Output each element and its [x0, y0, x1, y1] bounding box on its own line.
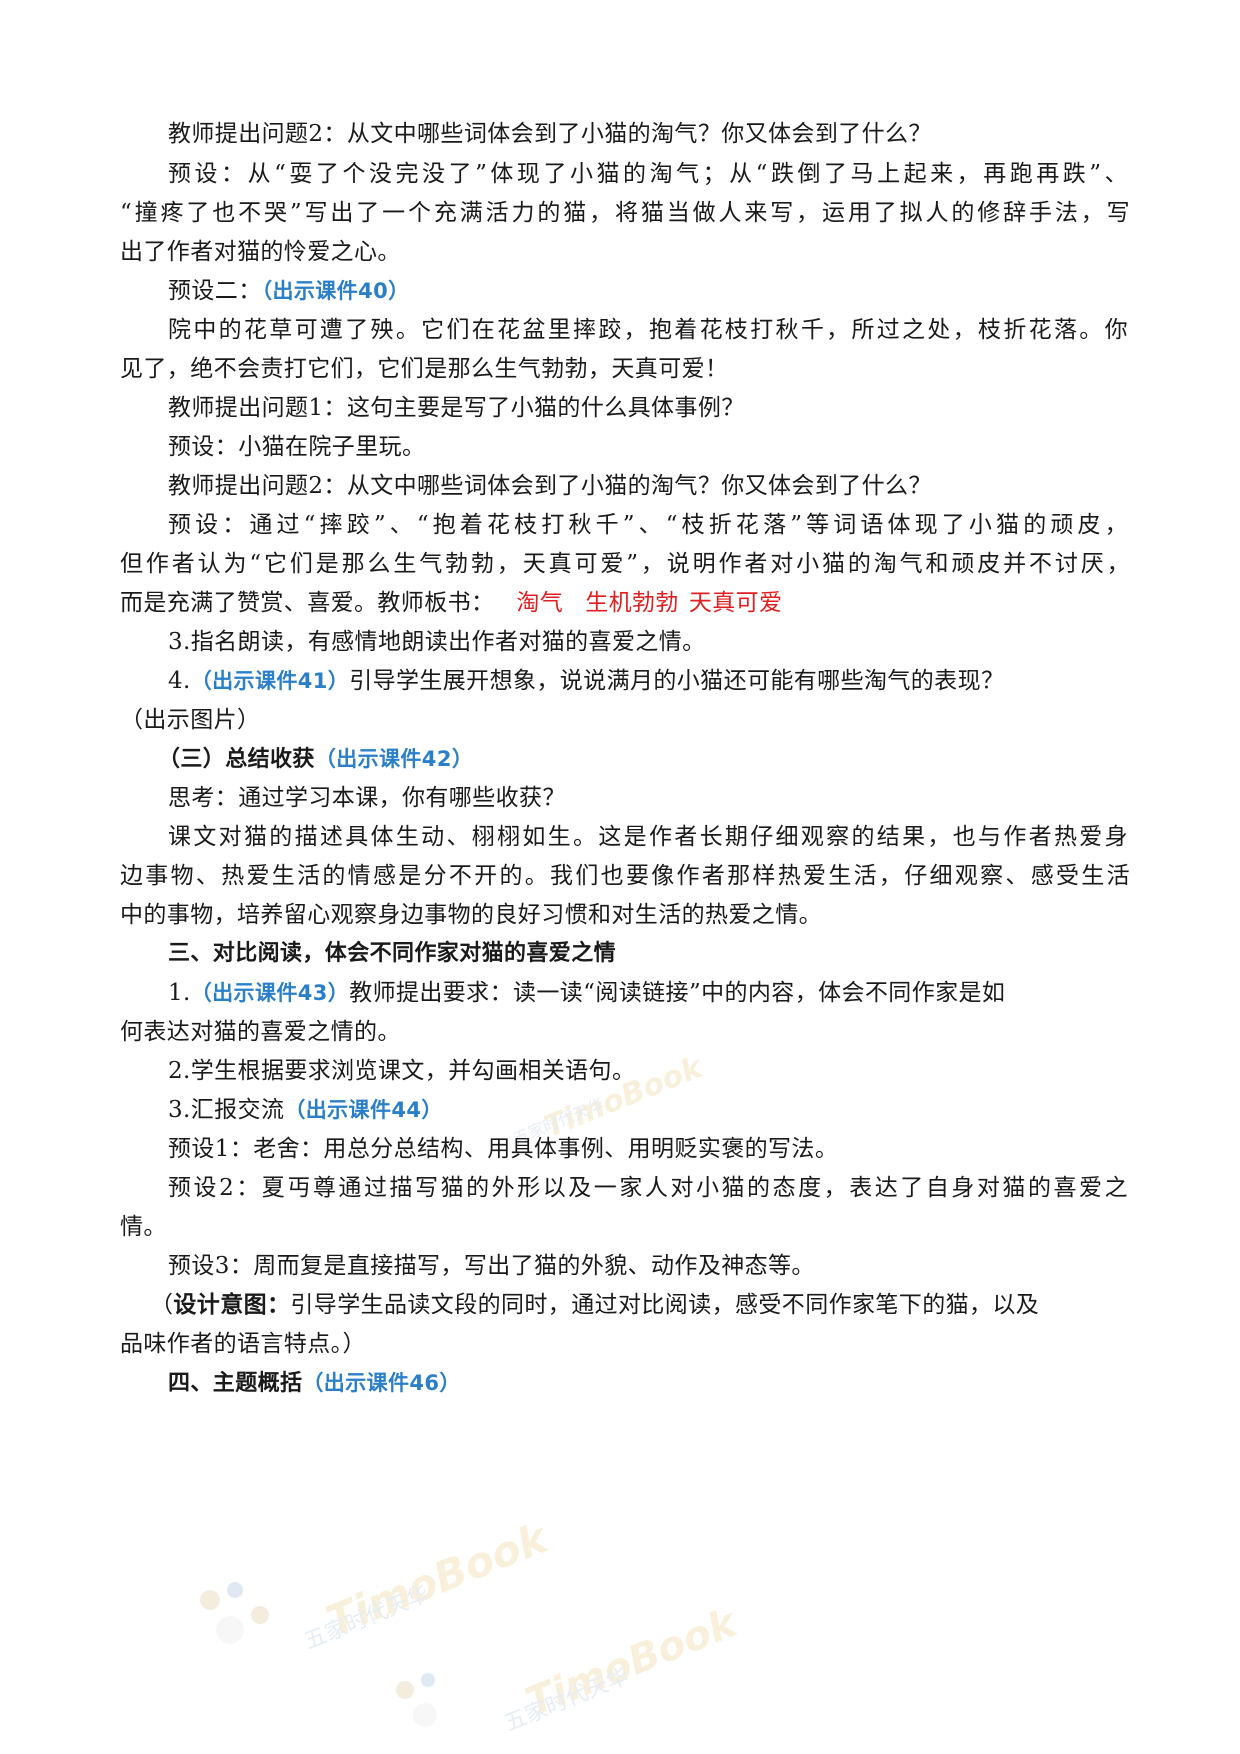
line-text: 教师提出要求：读一读“阅读链接”中的内容，体会不同作家是如: [349, 980, 1006, 1006]
line-text: 引导学生品读文段的同时，通过对比阅读，感受不同作家笔下的猫，以及: [290, 1292, 1040, 1318]
section-heading: 三、对比阅读，体会不同作家对猫的喜爱之情: [168, 941, 617, 966]
paragraph-line: 3.汇报交流（出示课件44）: [168, 1094, 1128, 1126]
note-label: 设计意图：: [173, 1291, 291, 1318]
paragraph-line: 情。: [120, 1214, 167, 1240]
watermark-logo-icon: [200, 1582, 269, 1644]
paragraph-line: 预设1：老舍：用总分总结构、用具体事例、用明贬实褒的写法。: [168, 1136, 839, 1162]
paragraph-line: “撞疼了也不哭”写出了一个充满活力的猫，将猫当做人来写，运用了拟人的修辞手法，写: [120, 200, 1130, 226]
paragraph-line: 而是充满了赞赏、喜爱。教师板书： 淘气生机勃勃天真可爱: [120, 587, 1130, 619]
paragraph-line: 4.（出示课件41）引导学生展开想象，说说满月的小猫还可能有哪些淘气的表现？: [168, 665, 1128, 697]
line-text: 而是充满了赞赏、喜爱。教师板书：: [120, 590, 495, 616]
paragraph-line: 院中的花草可遭了殃。它们在花盆里摔跤，抱着花枝打秋千，所过之处，枝折花落。你: [168, 317, 1128, 343]
paragraph-line: 3.指名朗读，有感情地朗读出作者对猫的喜爱之情。: [168, 629, 706, 655]
line-text: 4.: [168, 668, 191, 694]
courseware-reference: （出示课件41）: [190, 669, 350, 693]
paragraph-line: 教师提出问题1：这句主要是写了小猫的什么具体事例？: [168, 395, 745, 421]
line-text: 3.汇报交流: [168, 1097, 285, 1123]
paragraph-line: 中的事物，培养留心观察身边事物的良好习惯和对生活的热爱之情。: [120, 902, 822, 928]
paragraph-line: 2.学生根据要求浏览课文，并勾画相关语句。: [168, 1058, 636, 1084]
paragraph-line: 但作者认为“它们是那么生气勃勃，天真可爱”，说明作者对小猫的淘气和顽皮并不讨厌，: [120, 551, 1130, 577]
paragraph-line: （出示图片）: [120, 707, 261, 733]
paragraph-line: 见了，绝不会责打它们，它们是那么生气勃勃，天真可爱！: [120, 356, 729, 382]
watermark-brand: TimoBook: [519, 1600, 743, 1726]
watermark-subtitle: 五家时代天华: [301, 1582, 433, 1655]
heading-text: 四、主题概括: [168, 1371, 303, 1396]
heading-text: （三）总结收获: [158, 747, 315, 772]
board-keyword: 天真可爱: [688, 590, 783, 616]
paragraph-line: 边事物、热爱生活的情感是分不开的。我们也要像作者那样热爱生活，仔细观察、感受生活: [120, 863, 1130, 889]
watermark: TimoBook 五家时代天华: [160, 1513, 660, 1740]
board-keyword: 生机勃勃: [585, 590, 679, 616]
line-text: 预设二：: [168, 278, 262, 304]
courseware-reference: （出示课件40）: [261, 279, 410, 303]
courseware-reference: （出示课件43）: [190, 981, 350, 1005]
line-text: （: [150, 1292, 174, 1318]
watermark-brand: TimoBook: [319, 1513, 555, 1646]
line-text: 1.: [168, 980, 191, 1006]
paragraph-line: 预设：小猫在院子里玩。: [168, 434, 426, 460]
paragraph-line: 预设：通过“摔跤”、“抱着花枝打秋千”、“枝折花落”等词语体现了小猫的顽皮，: [168, 512, 1128, 538]
courseware-reference: （出示课件42）: [314, 747, 474, 771]
paragraph-line: 预设二：（出示课件40）: [168, 275, 1128, 307]
section-heading: （三）总结收获（出示课件42）: [158, 743, 1168, 776]
paragraph-line: 教师提出问题2：从文中哪些词体会到了小猫的淘气？你又体会到了什么？: [168, 473, 932, 499]
section-heading: 四、主题概括（出示课件46）: [168, 1367, 1128, 1400]
watermark-logo-icon: [396, 1673, 437, 1727]
paragraph-line: 预设2：夏丏尊通过描写猫的外形以及一家人对小猫的态度，表达了自身对猫的喜爱之: [168, 1175, 1128, 1201]
paragraph-line: 1.（出示课件43）教师提出要求：读一读“阅读链接”中的内容，体会不同作家是如: [168, 977, 1128, 1009]
paragraph-line: 课文对猫的描述具体生动、栩栩如生。这是作者长期仔细观察的结果，也与作者热爱身: [168, 824, 1128, 850]
courseware-reference: （出示课件44）: [284, 1098, 443, 1122]
paragraph-line: 品味作者的语言特点。）: [120, 1331, 366, 1357]
watermark: TimoBook 五家时代天华: [380, 1600, 840, 1754]
paragraph-line: 思考：通过学习本课，你有哪些收获？: [168, 785, 566, 811]
paragraph-line: 预设：从“耍了个没完没了”体现了小猫的淘气；从“跌倒了马上起来，再跑再跌”、: [168, 161, 1128, 187]
paragraph-line: 出了作者对猫的怜爱之心。: [120, 239, 401, 265]
paragraph-line: 预设3：周而复是直接描写，写出了猫的外貌、动作及神态等。: [168, 1253, 815, 1279]
design-intent-note: （设计意图：引导学生品读文段的同时，通过对比阅读，感受不同作家笔下的猫，以及: [150, 1289, 1130, 1321]
line-text: 引导学生展开想象，说说满月的小猫还可能有哪些淘气的表现？: [349, 668, 1005, 694]
board-keyword: 淘气: [516, 590, 564, 616]
paragraph-line: 何表达对猫的喜爱之情的。: [120, 1019, 401, 1045]
courseware-reference: （出示课件46）: [302, 1371, 461, 1395]
watermark-subtitle: 五家时代天华: [501, 1664, 633, 1737]
paragraph-line: 教师提出问题2：从文中哪些词体会到了小猫的淘气？你又体会到了什么？: [168, 121, 932, 147]
